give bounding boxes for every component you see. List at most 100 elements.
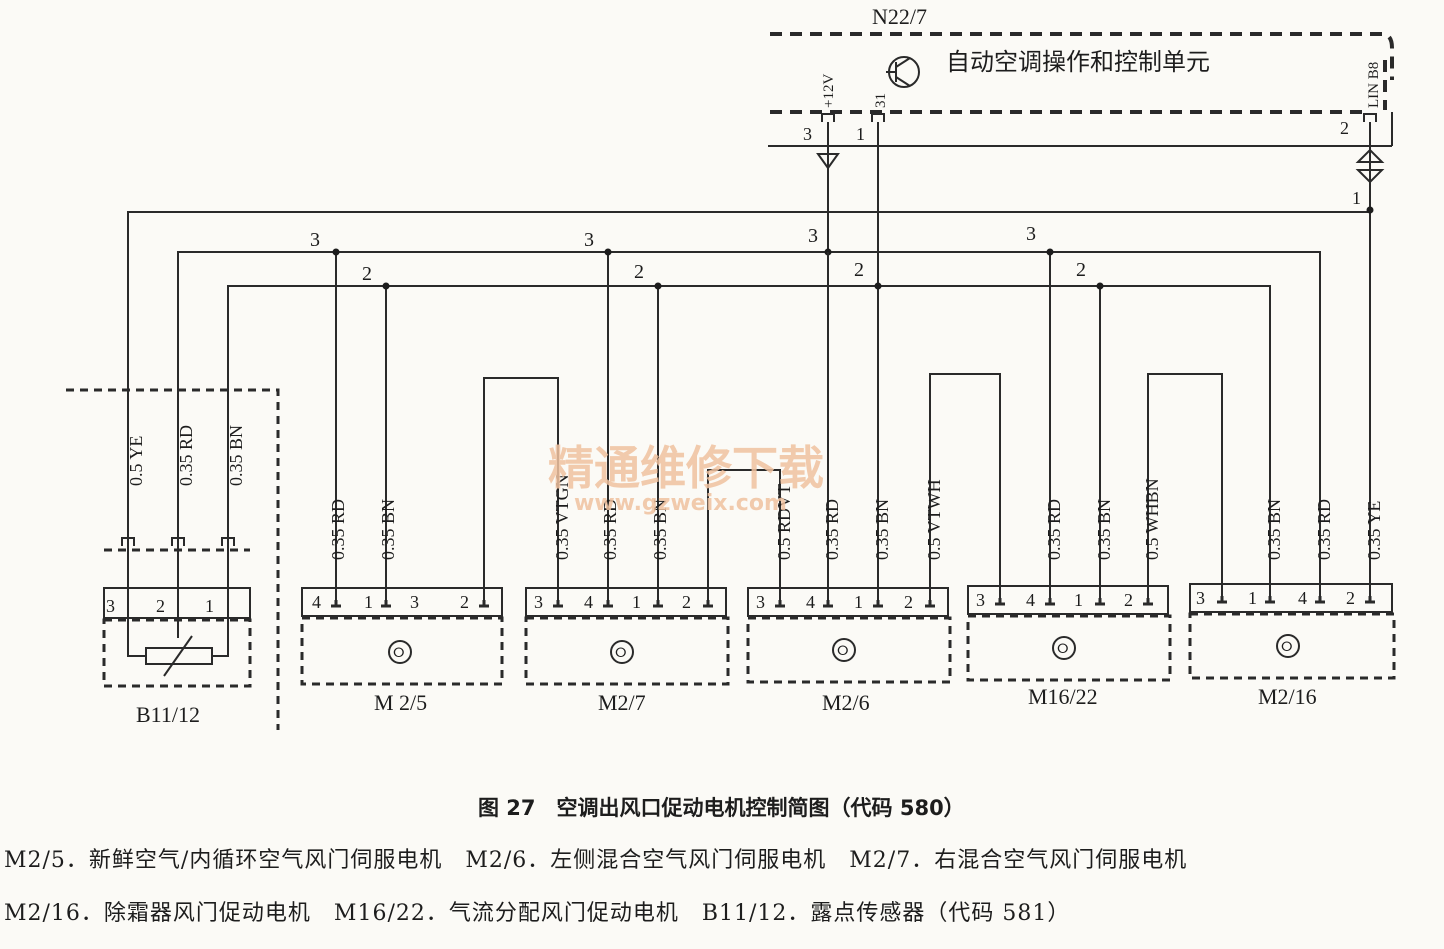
svg-text:1: 1 [205,596,214,616]
svg-text:3: 3 [310,229,320,251]
sensor-id: B11/12 [136,702,200,727]
sensor-wire-labels: 0.5 YE 0.35 RD 0.35 BN [126,425,246,486]
legend-line-2: M2/16．除霜器风门促动电机 M16/22．气流分配风门促动电机 B11/12… [4,901,1071,926]
svg-text:ⵔ: ⵔ [1057,641,1069,656]
motor-pin-markers [331,596,1375,608]
svg-text:4: 4 [584,592,593,612]
control-unit-pin-connectors [821,113,1377,122]
bus-lin-number: 1 [1352,188,1361,208]
pin-label-lin: LIN B8 [1366,62,1382,108]
svg-text:2: 2 [156,596,165,616]
svg-text:ⵔ: ⵔ [837,643,849,658]
svg-text:2: 2 [904,592,913,612]
svg-text:0.35 BN: 0.35 BN [378,499,398,560]
svg-text:3: 3 [976,590,985,610]
motor-link-wires [483,373,1223,600]
motor-m2-16: 0.35 BN 0.35 RD 0.35 YE 3 1 4 2 ⵔ M2/16 [1188,499,1396,709]
pin-label-12v: +12V [821,74,837,108]
motor-icon: ⵔ [388,640,412,664]
svg-text:0.5 WHBN: 0.5 WHBN [1142,478,1162,560]
bus-taps [332,248,1371,600]
pin-number-2: 2 [1340,118,1349,138]
svg-text:0.35 BN: 0.35 BN [1264,499,1284,560]
svg-text:4: 4 [1298,588,1307,608]
svg-text:1: 1 [1074,590,1083,610]
control-unit-border [770,32,1394,80]
motor-icon: ⵔ [1052,636,1076,660]
watermark-url: www.gzweix.com [574,491,787,516]
motor-m2-5: 0.35 RD 0.35 BN 4 1 3 2 ⵔ M 2/5 [300,499,504,715]
sensor-pin-numbers: 3 2 1 [106,596,214,616]
svg-text:2: 2 [854,259,864,281]
control-unit-name: 自动空调操作和控制单元 [946,49,1210,76]
lin-bidirectional-icon [1355,148,1385,184]
pin-number-1: 1 [856,124,865,144]
svg-text:3: 3 [756,592,765,612]
svg-text:4: 4 [1026,590,1035,610]
svg-text:3: 3 [1196,588,1205,608]
svg-text:2: 2 [362,263,372,285]
pin-label-31: 31 [873,93,889,108]
svg-text:0.35 BN: 0.35 BN [650,499,670,560]
svg-text:1: 1 [1248,588,1257,608]
svg-text:M2/16: M2/16 [1258,684,1317,709]
svg-text:1: 1 [364,592,373,612]
svg-text:M2/6: M2/6 [822,690,870,715]
svg-text:0.5 RDVT: 0.5 RDVT [774,484,794,560]
figure-caption: 图 27 空调出风口促动电机控制简图（代码 580） [478,796,965,820]
motor-icon: ⵔ [832,638,856,662]
control-unit-id: N22/7 [872,4,927,29]
svg-text:4: 4 [312,592,321,612]
svg-text:M16/22: M16/22 [1028,684,1098,709]
motor-m16-22: 0.35 RD 0.35 BN 0.5 WHBN 3 4 1 2 ⵔ M16/2… [966,478,1172,709]
svg-text:0.35 BN: 0.35 BN [872,499,892,560]
svg-text:3: 3 [410,592,419,612]
motor-m2-7: 0.35 VTGN 0.35 RD 0.35 BN 3 4 1 2 ⵔ M2/7 [524,474,730,715]
svg-text:2: 2 [682,592,691,612]
svg-text:0.35 BN: 0.35 BN [226,425,246,486]
svg-text:ⵔ: ⵔ [393,645,405,660]
svg-text:2: 2 [1076,259,1086,281]
svg-text:3: 3 [106,596,115,616]
bus-3 [177,251,1321,560]
svg-text:1: 1 [854,592,863,612]
svg-text:2: 2 [634,261,644,283]
svg-text:0.5 YE: 0.5 YE [126,436,146,486]
svg-text:ⵔ: ⵔ [1281,639,1293,654]
svg-text:1: 1 [632,592,641,612]
bus-labels: 3 3 3 3 2 2 2 2 [310,223,1086,285]
svg-text:0.35 BN: 0.35 BN [1094,499,1114,560]
svg-text:M 2/5: M 2/5 [374,690,427,715]
svg-text:2: 2 [1124,590,1133,610]
bus-2 [227,285,1271,560]
svg-text:3: 3 [808,225,818,247]
watermark-title: 精通维修下载 [548,441,824,495]
sensor-connectors [121,537,235,620]
pin-number-3: 3 [803,124,812,144]
motor-m2-6: 0.5 RDVT 0.35 RD 0.35 BN 0.5 VTWH 3 4 1 … [746,479,952,715]
control-unit-symbol-icon [886,56,920,88]
svg-text:0.35 RD: 0.35 RD [822,499,842,560]
svg-text:2: 2 [1346,588,1355,608]
legend-line-1: M2/5．新鲜空气/内循环空气风门伺服电机 M2/6．左侧混合空气风门伺服电机 … [4,848,1188,873]
svg-text:0.35 RD: 0.35 RD [600,499,620,560]
bus-lin [127,211,1370,560]
svg-text:0.35 RD: 0.35 RD [1314,499,1334,560]
supply-arrow-icon [816,153,840,170]
svg-text:3: 3 [584,229,594,251]
svg-text:3: 3 [534,592,543,612]
svg-text:0.35 VTGN: 0.35 VTGN [552,474,572,560]
svg-text:4: 4 [806,592,815,612]
svg-text:2: 2 [460,592,469,612]
motor-icon: ⵔ [610,640,634,664]
svg-text:3: 3 [1026,223,1036,245]
svg-text:0.35 RD: 0.35 RD [176,425,196,486]
sensor-border [66,388,280,730]
wiring-diagram: N22/7 自动空调操作和控制单元 +12V 31 LIN B8 3 1 2 1 [66,4,1396,730]
svg-text:0.35 YE: 0.35 YE [1364,501,1384,560]
svg-text:M2/7: M2/7 [598,690,646,715]
motor-icon: ⵔ [1276,634,1300,658]
svg-text:0.35 RD: 0.35 RD [1044,499,1064,560]
svg-text:0.5 VTWH: 0.5 VTWH [924,479,944,560]
sensor-resistor-icon [127,620,229,677]
